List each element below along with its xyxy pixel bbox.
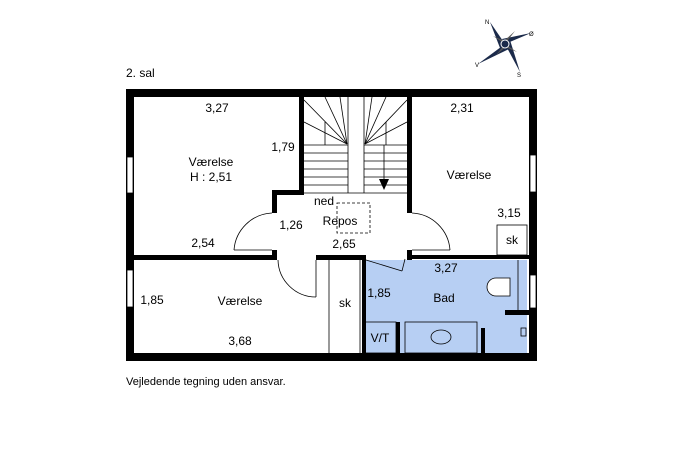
closet-label: sk bbox=[506, 233, 519, 247]
dim-label: 3,15 bbox=[497, 206, 521, 220]
compass-e: Ø bbox=[529, 32, 534, 38]
compass-w: V bbox=[475, 63, 479, 69]
walls bbox=[126, 89, 537, 361]
compass-icon: N Ø S V bbox=[475, 20, 534, 79]
stair-arrow-icon bbox=[379, 179, 389, 190]
tap-icon bbox=[520, 327, 527, 337]
room-name: Værelse bbox=[447, 168, 492, 182]
thin-lines bbox=[126, 96, 537, 354]
room-name: Repos bbox=[323, 214, 358, 228]
dim-label: 3,27 bbox=[434, 261, 458, 275]
dim-label: 3,27 bbox=[205, 101, 229, 115]
stair-label: ned bbox=[314, 194, 334, 208]
room-name: Værelse bbox=[189, 155, 234, 169]
dim-label: 2,65 bbox=[332, 237, 356, 251]
dim-label: 2,54 bbox=[191, 236, 215, 250]
dim-label: 1,85 bbox=[367, 286, 391, 300]
disclaimer: Vejledende tegning uden ansvar. bbox=[126, 376, 286, 388]
dim-label: 1,26 bbox=[279, 218, 303, 232]
compass-s: S bbox=[517, 73, 521, 79]
room-height: H : 2,51 bbox=[190, 170, 232, 184]
floor-label: 2. sal bbox=[126, 66, 155, 80]
closet-label: sk bbox=[339, 296, 352, 310]
room-name: Værelse bbox=[218, 294, 263, 308]
vt-label: V/T bbox=[371, 331, 390, 345]
dim-label: 2,31 bbox=[450, 101, 474, 115]
compass-n: N bbox=[485, 20, 489, 26]
dim-label: 1,79 bbox=[271, 140, 295, 154]
dim-label: 1,85 bbox=[140, 293, 164, 307]
dim-label: 3,68 bbox=[228, 334, 252, 348]
room-name: Bad bbox=[433, 291, 454, 305]
bath-area bbox=[365, 260, 527, 353]
